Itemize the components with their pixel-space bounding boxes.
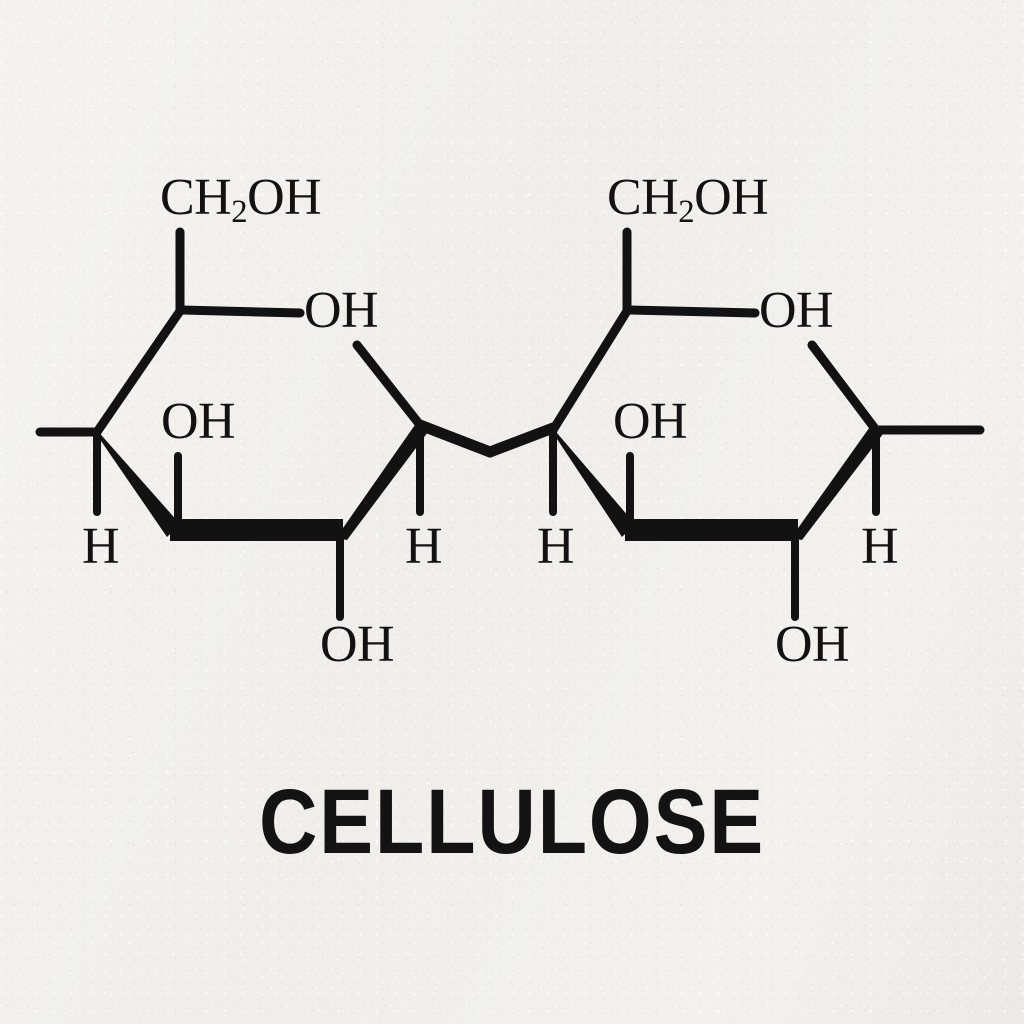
bond-left-C5-O5 (177, 305, 305, 318)
label-oh-c2-right: OH (775, 616, 850, 673)
bond-left-C5-C4 (92, 306, 185, 437)
label-oh-c3-right: OH (613, 393, 688, 450)
bond-right-front-C2p-C1p (791, 424, 883, 540)
label-ch2oh-right: CH2OH (607, 169, 769, 230)
label-oh-c3-left: OH (161, 393, 236, 450)
label-h-c1-left: H (405, 518, 443, 575)
right-glucose-ring (548, 227, 985, 621)
molecule-title: CELLULOSE (258, 771, 766, 873)
label-h-c1-right: H (861, 518, 899, 575)
bond-right-C5p-C4p (548, 306, 632, 435)
bond-right-O5p-C1p (807, 340, 881, 435)
label-ring-oxygen-right: OH (759, 282, 834, 339)
label-oh-c2-left: OH (320, 616, 395, 673)
label-ch2oh-left: CH2OH (160, 169, 322, 230)
ch2oh-left-tail: OH (247, 169, 322, 226)
ch2oh-right-subscript: 2 (678, 193, 695, 230)
bond-right-front-C3p-C2p (625, 519, 798, 541)
bond-right-C5p-O5p (624, 305, 760, 318)
bond-glycosidic-left (414, 419, 496, 458)
label-ring-oxygen-left: OH (304, 282, 379, 339)
glycosidic-linkage (414, 419, 559, 458)
bond-left-front-C4-C3 (95, 428, 180, 537)
bond-left-front-C2-C1 (336, 422, 428, 540)
label-h-c4-right: H (537, 518, 575, 575)
left-glucose-ring (35, 227, 428, 621)
ch2oh-left-subscript: 2 (231, 193, 248, 230)
bond-glycosidic-right (484, 422, 559, 458)
bond-right-front-C4p-C3p (551, 426, 635, 537)
bond-left-O5-C1 (352, 340, 425, 430)
ch2oh-right-tail: OH (694, 169, 769, 226)
label-h-c4-left: H (82, 518, 120, 575)
bond-left-front-C3-C2 (170, 519, 343, 541)
